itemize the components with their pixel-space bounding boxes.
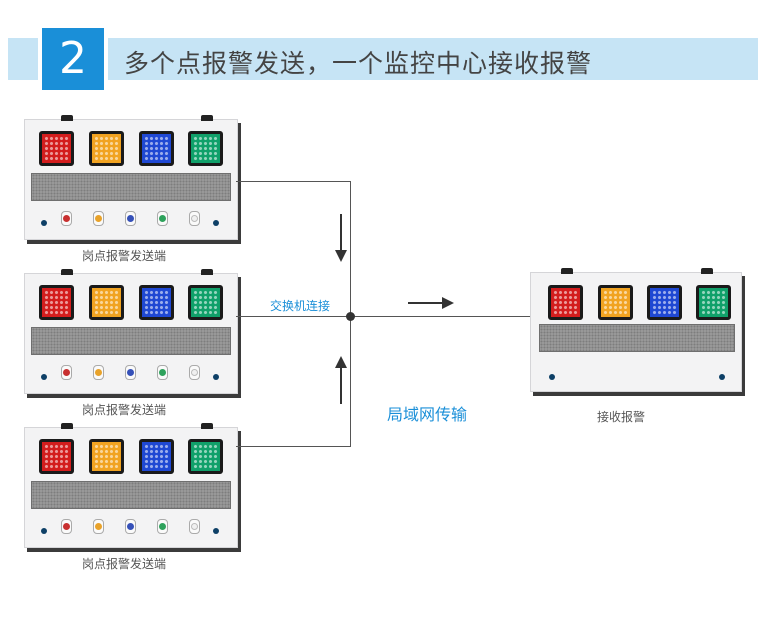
green-button[interactable] — [157, 211, 168, 226]
sender-caption-3: 岗点报警发送端 — [82, 557, 167, 571]
connector-line — [236, 446, 351, 447]
green-alarm-lamp — [696, 285, 731, 320]
mount-tab — [561, 268, 573, 274]
red-alarm-lamp — [39, 439, 74, 474]
red-alarm-lamp — [548, 285, 583, 320]
indicator-dot — [213, 220, 219, 226]
orange-button[interactable] — [93, 211, 104, 226]
junction-dot — [346, 312, 355, 321]
blue-alarm-lamp — [139, 131, 174, 166]
green-alarm-lamp — [188, 439, 223, 474]
arrow-up-icon — [335, 356, 347, 404]
sender-panel-1 — [24, 115, 238, 240]
arrow-right-icon — [408, 297, 454, 309]
yellow-alarm-lamp — [89, 439, 124, 474]
red-button[interactable] — [61, 365, 72, 380]
step-badge: 2 — [38, 24, 108, 94]
mount-tab — [61, 423, 73, 429]
network-label: 局域网传输 — [387, 405, 468, 424]
blue-alarm-lamp — [647, 285, 682, 320]
red-alarm-lamp — [39, 131, 74, 166]
mount-tab — [201, 115, 213, 121]
sender-panel-2 — [24, 269, 238, 394]
indicator-dot — [213, 528, 219, 534]
green-button[interactable] — [157, 519, 168, 534]
white-button[interactable] — [189, 211, 200, 226]
led-display — [31, 173, 231, 201]
page-title: 多个点报警发送，一个监控中心接收报警 — [124, 49, 593, 78]
indicator-dot — [41, 528, 47, 534]
blue-alarm-lamp — [139, 285, 174, 320]
blue-button[interactable] — [125, 519, 136, 534]
sender-caption-1: 岗点报警发送端 — [82, 249, 167, 263]
switch-label: 交换机连接 — [270, 299, 331, 313]
orange-button[interactable] — [93, 365, 104, 380]
indicator-dot — [41, 374, 47, 380]
header-banner — [8, 38, 758, 80]
arrow-down-icon — [335, 214, 347, 262]
green-alarm-lamp — [188, 131, 223, 166]
receiver-caption: 接收报警 — [597, 410, 646, 424]
connector-line — [236, 316, 530, 317]
mount-tab — [61, 269, 73, 275]
white-button[interactable] — [189, 365, 200, 380]
orange-button[interactable] — [93, 519, 104, 534]
sender-panel-3 — [24, 423, 238, 548]
led-display — [31, 481, 231, 509]
red-button[interactable] — [61, 519, 72, 534]
led-display — [539, 324, 735, 352]
blue-alarm-lamp — [139, 439, 174, 474]
step-number: 2 — [42, 28, 104, 90]
white-button[interactable] — [189, 519, 200, 534]
green-button[interactable] — [157, 365, 168, 380]
indicator-dot — [41, 220, 47, 226]
receiver-panel — [530, 268, 742, 392]
mount-tab — [61, 115, 73, 121]
yellow-alarm-lamp — [598, 285, 633, 320]
red-alarm-lamp — [39, 285, 74, 320]
mount-tab — [201, 423, 213, 429]
indicator-dot — [549, 374, 555, 380]
yellow-alarm-lamp — [89, 131, 124, 166]
blue-button[interactable] — [125, 211, 136, 226]
indicator-dot — [719, 374, 725, 380]
yellow-alarm-lamp — [89, 285, 124, 320]
mount-tab — [201, 269, 213, 275]
indicator-dot — [213, 374, 219, 380]
mount-tab — [701, 268, 713, 274]
green-alarm-lamp — [188, 285, 223, 320]
sender-caption-2: 岗点报警发送端 — [82, 403, 167, 417]
connector-line — [236, 181, 351, 182]
led-display — [31, 327, 231, 355]
red-button[interactable] — [61, 211, 72, 226]
blue-button[interactable] — [125, 365, 136, 380]
